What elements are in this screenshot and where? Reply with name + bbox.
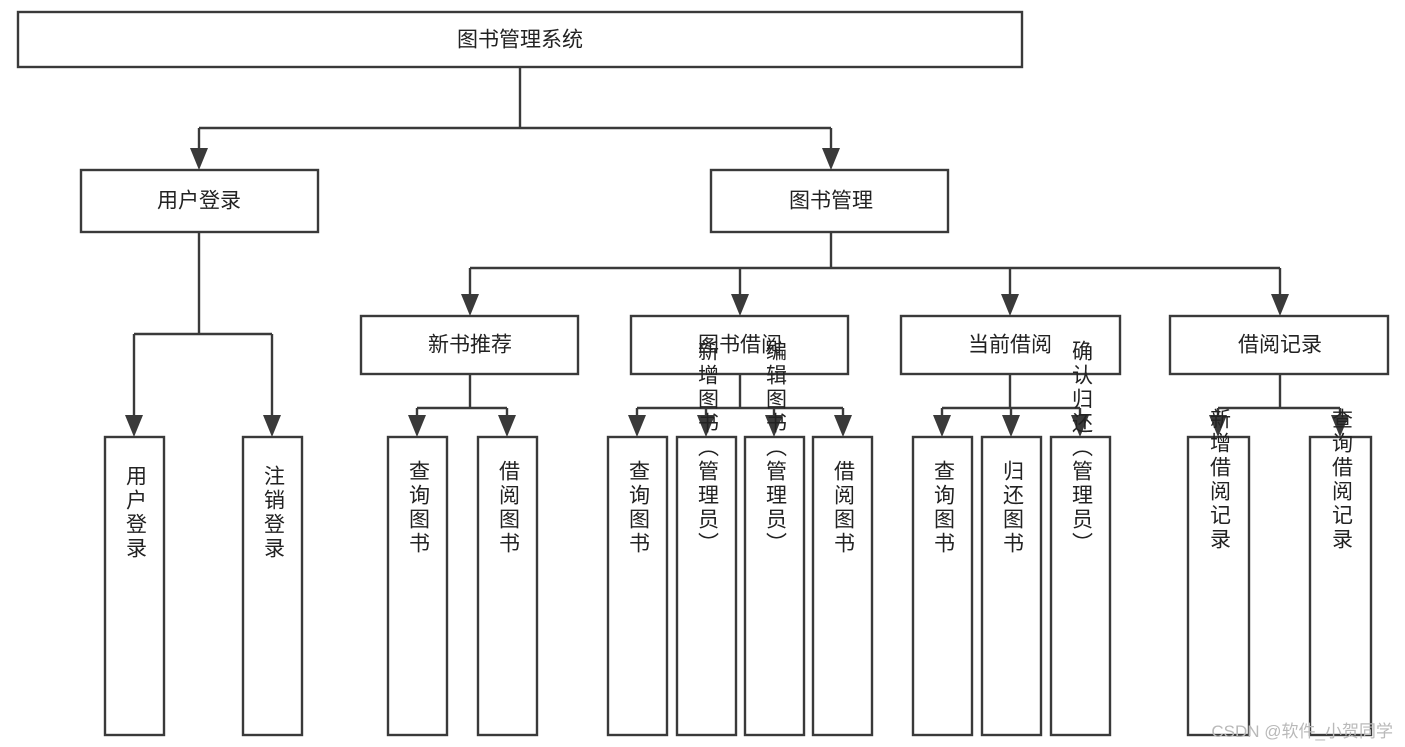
node-book-manage-box[interactable] — [709, 168, 950, 234]
leaf-node-currentborrow-return-box[interactable] — [980, 435, 1043, 737]
leaf-node-newbook-borrow-box[interactable] — [476, 435, 539, 737]
leaf-node-borrowrecord-query-box[interactable] — [1308, 435, 1373, 737]
arrow-icon-borrowrecord-leaf-2 — [1331, 415, 1349, 437]
leaf-node-user-login-login-box[interactable] — [103, 435, 166, 737]
leaf-node-currentborrow-return[interactable]: 归还图书 — [980, 435, 1043, 737]
arrow-icon-new-book — [461, 294, 479, 316]
leaf-node-bookborrow-query-box[interactable] — [606, 435, 669, 737]
leaf-node-newbook-borrow[interactable]: 借阅图书 — [476, 435, 539, 737]
node-new-book-recommend-label: 新书推荐 — [428, 334, 512, 357]
node-new-book-recommend-box[interactable] — [359, 314, 580, 376]
connector-group-userlogin-leaves — [125, 232, 281, 437]
arrow-icon-leaf-user-login — [125, 415, 143, 437]
node-book-manage-label: 图书管理 — [789, 190, 873, 213]
arrow-icon-currentborrow-leaf-1 — [933, 415, 951, 437]
leaf-node-user-login-login-label: 用户登录 — [124, 465, 148, 561]
node-borrow-record[interactable]: 借阅记录 — [1168, 314, 1390, 376]
leaf-node-borrowrecord-add[interactable]: 新增借阅记录 — [1186, 408, 1251, 737]
leaf-node-newbook-query[interactable]: 查询图书 — [386, 435, 449, 737]
arrow-icon-newbook-leaf-2 — [498, 415, 516, 437]
arrow-icon-user-login — [190, 148, 208, 170]
leaf-node-bookborrow-borrow[interactable]: 借阅图书 — [811, 435, 874, 737]
leaf-node-bookborrow-borrow-box[interactable] — [811, 435, 874, 737]
leaf-node-borrowrecord-query-label: 查询借阅记录 — [1330, 408, 1354, 552]
node-book-borrow-box[interactable] — [629, 314, 850, 376]
connector-group-currentborrow-leaves — [933, 374, 1089, 437]
arrow-icon-newbook-leaf-1 — [408, 415, 426, 437]
connector-group-borrowrecord-leaves — [1209, 374, 1349, 437]
leaf-node-currentborrow-query-box[interactable] — [911, 435, 974, 737]
node-root-system-box[interactable] — [16, 10, 1024, 69]
node-current-borrow-box[interactable] — [899, 314, 1122, 376]
arrow-icon-book-manage — [822, 148, 840, 170]
arrow-icon-bookborrow-leaf-1 — [628, 415, 646, 437]
arrow-icon-leaf-logout — [263, 415, 281, 437]
leaf-node-bookborrow-query-label: 查询图书 — [627, 460, 651, 556]
leaf-node-user-login-logout-label: 注销登录 — [262, 465, 286, 561]
node-book-manage[interactable]: 图书管理 — [709, 168, 950, 234]
arrow-icon-bookborrow-leaf-2 — [697, 415, 715, 437]
leaf-node-currentborrow-confirm-box[interactable] — [1049, 435, 1112, 737]
leaf-node-currentborrow-return-label: 归还图书 — [1001, 460, 1025, 556]
node-borrow-record-label: 借阅记录 — [1238, 334, 1322, 357]
connector-group-bookborrow-leaves — [628, 374, 852, 437]
leaf-node-newbook-borrow-label: 借阅图书 — [497, 460, 521, 556]
leaf-node-currentborrow-confirm-label: 确认归还（管理员） — [1070, 340, 1094, 556]
csdn-watermark: CSDN @软件_小贺同学 — [1211, 722, 1393, 741]
arrow-icon-current-borrow — [1001, 294, 1019, 316]
node-book-borrow[interactable]: 图书借阅 — [629, 314, 850, 376]
node-user-login[interactable]: 用户登录 — [79, 168, 320, 234]
arrow-icon-borrowrecord-leaf-1 — [1209, 415, 1227, 437]
leaf-node-borrowrecord-query[interactable]: 查询借阅记录 — [1308, 408, 1373, 737]
node-current-borrow-label: 当前借阅 — [968, 334, 1052, 357]
leaf-node-bookborrow-edit-label: 编辑图书（管理员） — [764, 340, 788, 556]
leaf-node-user-login-logout-box[interactable] — [241, 435, 304, 737]
leaf-node-bookborrow-add[interactable]: 新增图书（管理员） — [675, 340, 738, 737]
node-root-system-label: 图书管理系统 — [457, 29, 583, 52]
leaf-node-currentborrow-confirm[interactable]: 确认归还（管理员） — [1049, 340, 1112, 737]
node-new-book-recommend[interactable]: 新书推荐 — [359, 314, 580, 376]
arrow-icon-bookborrow-leaf-4 — [834, 415, 852, 437]
node-borrow-record-box[interactable] — [1168, 314, 1390, 376]
leaf-node-newbook-query-label: 查询图书 — [407, 460, 431, 556]
arrow-icon-currentborrow-leaf-3 — [1071, 415, 1089, 437]
leaf-node-user-login-logout[interactable]: 注销登录 — [241, 435, 304, 737]
leaf-node-user-login-login[interactable]: 用户登录 — [103, 435, 166, 737]
node-current-borrow[interactable]: 当前借阅 — [899, 314, 1122, 376]
node-book-borrow-label: 图书借阅 — [698, 334, 782, 357]
leaf-node-bookborrow-edit[interactable]: 编辑图书（管理员） — [743, 340, 806, 737]
node-user-login-box[interactable] — [79, 168, 320, 234]
connector-group-newbook-leaves — [408, 374, 516, 437]
leaf-node-currentborrow-query-label: 查询图书 — [932, 460, 956, 556]
leaf-node-bookborrow-add-box[interactable] — [675, 435, 738, 737]
node-root-system[interactable]: 图书管理系统 — [16, 10, 1024, 69]
node-user-login-label: 用户登录 — [157, 190, 241, 213]
leaf-node-bookborrow-query[interactable]: 查询图书 — [606, 435, 669, 737]
leaf-node-borrowrecord-add-label: 新增借阅记录 — [1208, 408, 1232, 552]
leaf-node-currentborrow-query[interactable]: 查询图书 — [911, 435, 974, 737]
arrow-icon-book-borrow — [731, 294, 749, 316]
arrow-icon-borrow-record — [1271, 294, 1289, 316]
arrow-icon-currentborrow-leaf-2 — [1002, 415, 1020, 437]
leaf-node-bookborrow-add-label: 新增图书（管理员） — [696, 340, 720, 556]
leaf-node-borrowrecord-add-box[interactable] — [1186, 435, 1251, 737]
arrow-icon-bookborrow-leaf-3 — [765, 415, 783, 437]
leaf-node-bookborrow-borrow-label: 借阅图书 — [832, 460, 856, 556]
leaf-node-bookborrow-edit-box[interactable] — [743, 435, 806, 737]
connector-group-root-to-level2 — [190, 67, 840, 170]
connector-group-bookmanage-to-level3 — [461, 232, 1289, 316]
leaf-node-newbook-query-box[interactable] — [386, 435, 449, 737]
